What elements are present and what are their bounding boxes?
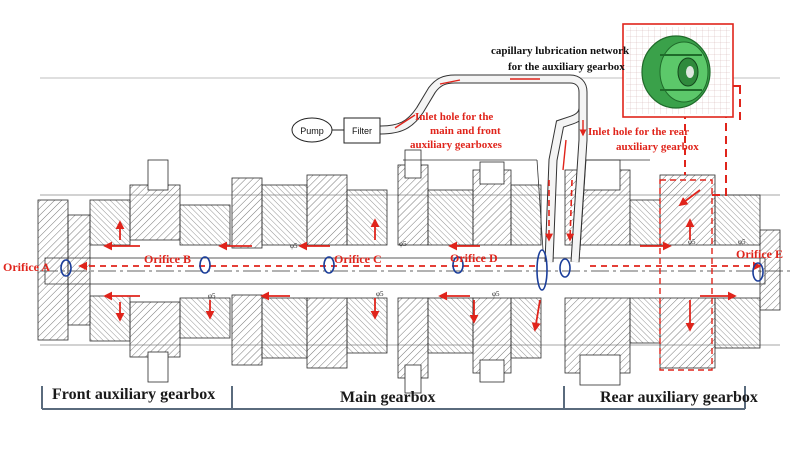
orifice-c-marker <box>323 256 335 274</box>
orifice-e-label: Orifice E <box>736 247 783 261</box>
orifice-d-label: Orifice D <box>450 251 498 265</box>
orifice-a-marker <box>60 259 72 277</box>
svg-text:φ5: φ5 <box>492 290 500 298</box>
inlet-main-label-line3: auxiliary gearboxes <box>410 139 503 151</box>
inlet-rear-label-line2: auxiliary gearbox <box>616 141 699 153</box>
orifice-c-label: Orifice C <box>334 252 382 266</box>
svg-text:φ5: φ5 <box>376 290 384 298</box>
inlet-rear-marker <box>559 258 571 278</box>
inlet-main-label-line2: main and front <box>430 125 501 137</box>
capillary-label-line1: capillary lubrication network <box>491 45 630 57</box>
orifice-d-marker <box>452 256 464 274</box>
svg-text:φ5: φ5 <box>738 238 746 246</box>
orifice-a-label: Orifice A <box>3 260 50 274</box>
svg-text:φ5: φ5 <box>688 238 696 246</box>
orifice-b-label: Orifice B <box>144 252 191 266</box>
section-main: Main gearbox <box>340 389 436 406</box>
inlet-rear-label-line1: Inlet hole for the rear <box>588 126 689 138</box>
rear-inlet-highlight-frame <box>659 179 713 371</box>
section-rear-auxiliary: Rear auxiliary gearbox <box>600 389 758 406</box>
filter-symbol <box>343 117 381 144</box>
section-front-auxiliary: Front auxiliary gearbox <box>52 386 215 403</box>
svg-text:φ5: φ5 <box>399 240 407 248</box>
capillary-network-part-image <box>622 23 734 118</box>
dimension-marks: φ5 φ5 φ5 φ5 φ5 φ5 φ5 <box>208 238 746 300</box>
svg-text:φ5: φ5 <box>208 292 216 300</box>
oil-supply-pipe <box>379 74 650 263</box>
inlet-main-label-line1: Inlet hole for the <box>415 111 493 123</box>
pump-label: Pump <box>300 126 324 136</box>
svg-text:φ5: φ5 <box>290 242 298 250</box>
orifice-b-marker <box>199 256 211 274</box>
orifice-e-marker <box>752 262 764 282</box>
filter-label: Filter <box>352 126 372 136</box>
inlet-main-marker <box>536 249 548 291</box>
flow-arrows <box>78 189 762 332</box>
capillary-label-line2: for the auxiliary gearbox <box>508 61 625 73</box>
section-bar <box>41 386 746 410</box>
